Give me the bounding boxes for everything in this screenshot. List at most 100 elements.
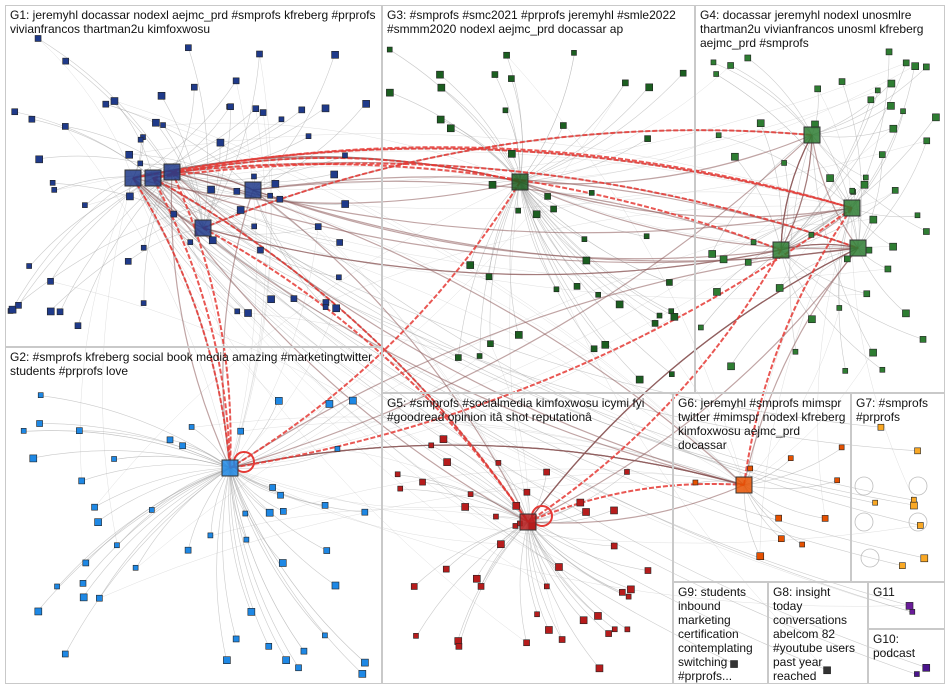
node-marker	[610, 506, 618, 515]
hub-edge-line	[527, 247, 859, 523]
edge-line	[519, 53, 575, 183]
node-marker	[160, 122, 166, 128]
edge-line	[440, 86, 521, 183]
node-marker	[443, 458, 451, 466]
node-marker	[428, 442, 435, 449]
node-marker	[476, 353, 483, 359]
node-marker	[78, 477, 86, 485]
edge-line	[229, 467, 336, 586]
node-marker	[334, 445, 341, 452]
edge-line	[519, 181, 620, 305]
hub-edge-line	[252, 189, 782, 260]
edge-line	[506, 55, 745, 486]
node-marker	[269, 484, 276, 491]
node-marker	[170, 210, 178, 218]
node-marker	[651, 320, 659, 327]
node-marker	[838, 78, 846, 85]
node-marker	[645, 83, 654, 92]
node-marker	[208, 236, 217, 245]
hub-edge-highlight	[229, 181, 521, 469]
edge-line	[780, 99, 872, 251]
edge-line	[527, 521, 648, 571]
node-marker	[233, 188, 241, 195]
edge-line	[229, 80, 257, 469]
node-marker	[29, 454, 38, 463]
node-marker	[148, 507, 155, 513]
group-box-g2: G2: #smprofs kfreberg social book media …	[5, 347, 382, 684]
node-marker	[625, 593, 632, 600]
edge-line	[229, 226, 319, 469]
edge-line	[811, 134, 873, 353]
node-marker	[799, 541, 805, 548]
edge-line	[229, 467, 270, 647]
edge-line	[471, 472, 745, 495]
edge-line	[128, 133, 853, 209]
node-marker	[466, 261, 475, 269]
node-marker	[889, 242, 897, 251]
edge-line	[65, 467, 231, 655]
node-marker	[46, 307, 55, 316]
hub-node-marker	[124, 169, 142, 187]
node-marker	[579, 616, 588, 625]
node-marker	[124, 258, 132, 265]
node-marker	[775, 284, 784, 292]
node-marker	[279, 508, 287, 515]
node-marker	[730, 660, 738, 668]
node-marker	[877, 423, 885, 431]
node-marker	[251, 173, 257, 180]
node-marker	[477, 583, 485, 590]
node-marker	[259, 109, 267, 116]
edge-line	[65, 126, 231, 469]
edge-line	[519, 65, 915, 183]
edge-line	[730, 65, 813, 136]
node-marker	[781, 160, 787, 166]
node-marker	[331, 581, 340, 590]
edge-line	[94, 181, 521, 508]
edge-line	[24, 430, 231, 469]
node-marker	[34, 35, 42, 42]
node-marker	[619, 589, 626, 596]
node-marker	[879, 366, 886, 373]
node-marker	[747, 465, 754, 472]
node-marker	[869, 348, 877, 357]
node-marker	[644, 135, 651, 142]
edge-line	[152, 177, 913, 613]
node-marker	[358, 670, 367, 678]
edge-line	[163, 122, 521, 183]
edge-line	[229, 467, 363, 674]
node-marker	[611, 626, 618, 633]
hub-edge-line	[527, 247, 859, 523]
node-marker	[615, 300, 624, 309]
edge-line	[458, 521, 529, 647]
group-label-g1: G1: jeremyhl docassar nodexl aejmc_prd #…	[10, 8, 376, 36]
edge-line	[37, 38, 173, 173]
hub-node-marker	[144, 169, 162, 187]
edge-line	[202, 226, 319, 235]
edge-line	[210, 509, 529, 537]
group-label-g8: G8: insight today conversations abelcom …	[773, 585, 856, 683]
edge-line	[24, 430, 231, 469]
group-label-g5: G5: #smprofs #socialmedia kimfoxwosu icy…	[387, 396, 645, 424]
edge-line	[57, 467, 231, 588]
edge-line	[229, 53, 272, 469]
edge-line	[780, 249, 924, 340]
node-marker	[282, 656, 290, 665]
hub-node-marker	[221, 459, 239, 477]
edge-line	[811, 82, 892, 136]
edge-line	[701, 207, 853, 329]
hub-edge-highlight	[152, 177, 529, 523]
node-marker	[455, 643, 463, 650]
node-marker	[923, 228, 930, 235]
hub-edge-highlight	[152, 156, 521, 183]
node-marker	[553, 286, 560, 293]
node-marker	[713, 288, 721, 296]
node-marker	[61, 650, 69, 658]
hub-edge-line	[229, 247, 859, 469]
edge-line	[50, 281, 529, 523]
node-marker	[79, 580, 87, 587]
edge-line	[525, 521, 538, 615]
group-label-g2: G2: #smprofs kfreberg social book media …	[10, 350, 373, 378]
edge-line	[82, 467, 231, 598]
node-marker	[560, 122, 567, 129]
node-marker	[251, 223, 257, 230]
